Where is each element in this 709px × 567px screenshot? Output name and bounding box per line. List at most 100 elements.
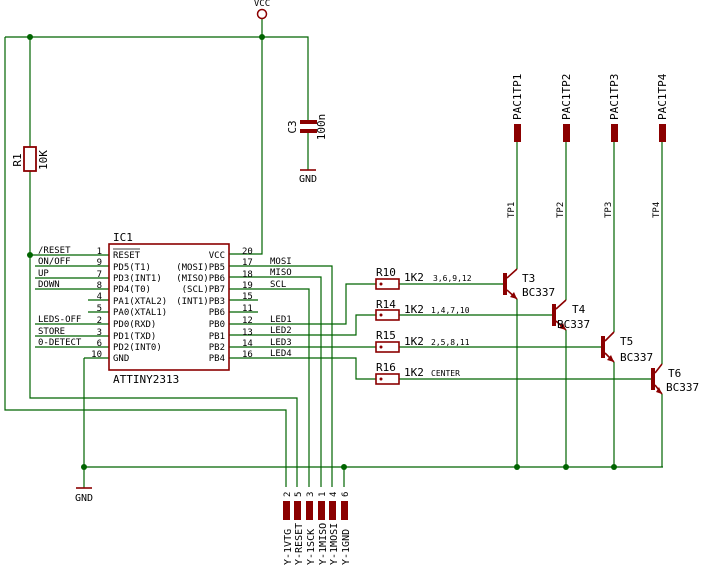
connector-pin-number: 1 (318, 492, 328, 497)
connector-pin-number: 4 (329, 492, 339, 497)
resistor-body (375, 341, 400, 353)
r1-body (23, 146, 37, 172)
connector-pin (283, 501, 290, 520)
pin-marker (379, 377, 383, 381)
connector-label: Y-1MOSI (329, 523, 340, 565)
junction-dot (259, 34, 265, 40)
ic-pin-number: 9 (97, 258, 102, 268)
ic-pin-number: 19 (242, 281, 253, 291)
transistor-name: T3 (522, 272, 535, 285)
emitter-arrow-icon (510, 292, 517, 299)
connector-pin-number: 3 (306, 492, 316, 497)
ic-pin-number: 12 (242, 316, 253, 326)
ic-pin-number: 2 (97, 316, 102, 326)
ic-name: IC1 (113, 231, 133, 244)
connector-pin-number: 6 (341, 492, 351, 497)
test-pad (659, 124, 666, 142)
tp-label: TP2 (556, 202, 566, 218)
resistor-r15: R15 1K2 2,5,8,11 (375, 329, 470, 353)
connector-label: Y-1SCK (306, 529, 317, 565)
transistor-name: T4 (572, 303, 586, 316)
ic-pin-name: RESET (113, 251, 141, 261)
connector-label: Y-RESET (294, 523, 305, 565)
resistor-name: R14 (376, 298, 396, 311)
pad-label: PAC1TP2 (560, 74, 573, 120)
connector-pin (341, 501, 348, 520)
ic-pin-number: 11 (242, 304, 253, 314)
test-pad (563, 124, 570, 142)
vcc-rail-wire (5, 36, 309, 120)
resistor-r10: R10 1K2 3,6,9,12 (375, 266, 472, 290)
connector-pin-number: 2 (283, 492, 293, 497)
miso-wire (229, 276, 322, 487)
ic-part: ATTINY2313 (113, 373, 179, 386)
c3-value: 100n (315, 114, 328, 141)
ic-pin-name: (MOSI)PB5 (176, 263, 225, 273)
reset-wire (29, 171, 298, 487)
c3-name: C3 (286, 120, 299, 133)
ic-pin-number: 1 (97, 247, 102, 257)
pin-marker (379, 345, 383, 349)
net-label: MOSI (270, 257, 292, 267)
transistor-t3: T3 BC337 (503, 268, 555, 300)
gnd-label: GND (299, 174, 317, 185)
pin-marker (379, 313, 383, 317)
led1-wire (229, 283, 376, 325)
connector-pin (318, 501, 325, 520)
ic-pin-name: PD5(T1) (113, 263, 151, 273)
transistor-t6: T6 BC337 (651, 363, 699, 395)
gnd-symbol-cap: GND (299, 169, 317, 185)
pad-label: PAC1TP4 (656, 73, 669, 120)
ic1: IC1 ATTINY2313 RESET PD5(T1) PD3(INT1) P… (91, 231, 253, 386)
resistor-note: CENTER (431, 369, 460, 378)
vcc-circle-icon (256, 8, 268, 20)
ic-pin-number: 18 (242, 270, 253, 280)
tp-label: TP3 (604, 202, 614, 218)
ic-pin-name: PD2(INT0) (113, 343, 162, 353)
resistor-r1: R1 10K (11, 146, 50, 172)
led2-wire (229, 314, 376, 336)
ic-pin-number: 13 (242, 328, 253, 338)
net-label: LED4 (270, 349, 292, 359)
transistor-name: T5 (620, 335, 633, 348)
resistor-body (375, 309, 400, 321)
net-label: MISO (270, 268, 292, 278)
tp-label: TP1 (507, 202, 517, 218)
resistor-name: R10 (376, 266, 396, 279)
junctions (27, 34, 617, 470)
resistor-note: 3,6,9,12 (433, 274, 472, 283)
test-pad (514, 124, 521, 142)
transistor-base-bar (601, 336, 605, 358)
transistor-name: T6 (668, 367, 681, 380)
ic-pin-name: PD3(INT1) (113, 274, 162, 284)
transistor-part: BC337 (557, 318, 590, 331)
resistor-body (375, 373, 400, 385)
ic-pin-number: 8 (97, 281, 102, 291)
connector-label: Y-1GND (341, 529, 352, 565)
vtg-wire (4, 37, 287, 487)
transistor-part: BC337 (522, 286, 555, 299)
test-pads: PAC1TP1 PAC1TP2 PAC1TP3 PAC1TP4 (511, 73, 669, 142)
junction-dot (341, 464, 347, 470)
ic-pin-number: 17 (242, 258, 253, 268)
transistor-part: BC337 (620, 351, 653, 364)
scl-wire (229, 288, 310, 487)
resistor-note: 1,4,7,10 (431, 306, 470, 315)
net-label: ON/OFF (38, 257, 71, 267)
transistor-t4: T4 BC337 (552, 299, 590, 331)
ic-pin-number: 4 (97, 292, 102, 302)
ic-pin-number: 5 (97, 304, 102, 314)
pad-label: PAC1TP3 (608, 74, 621, 120)
emitter-arrow-icon (607, 355, 614, 362)
ic-pin-name: PD4(T0) (113, 285, 151, 295)
resistor-name: R16 (376, 361, 396, 374)
r1-name: R1 (11, 153, 24, 166)
junction-dot (563, 464, 569, 470)
ic-pin-name: (SCL)PB7 (182, 285, 225, 295)
ic-pin-name: PA1(XTAL2) (113, 297, 167, 307)
isp-connector: 2 5 3 1 4 6 Y-1VTG Y-RESET Y-1SCK Y-1MIS… (283, 492, 352, 565)
connector-pin (306, 501, 313, 520)
transistor-part: BC337 (666, 381, 699, 394)
junction-dot (81, 464, 87, 470)
resistor-body (375, 278, 400, 290)
